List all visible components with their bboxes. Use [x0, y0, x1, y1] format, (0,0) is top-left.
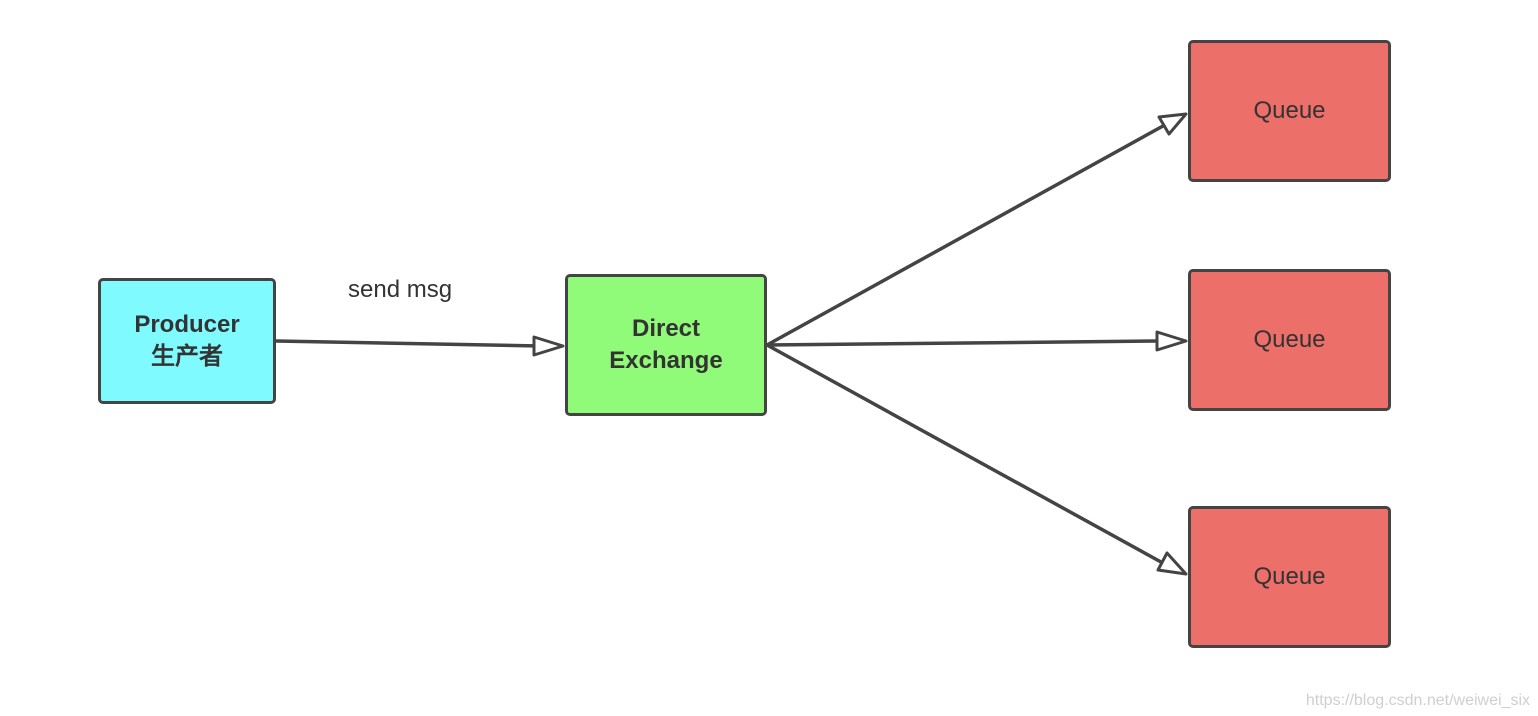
exchange-label-line2: Exchange	[609, 347, 723, 374]
send-msg-label: send msg	[348, 276, 453, 303]
producer-label-cn: 生产者	[151, 343, 223, 370]
queue-label: Queue	[1253, 97, 1326, 124]
producer-label: Producer	[134, 311, 240, 338]
arrowhead-queue-2	[1155, 330, 1188, 352]
watermark: https://blog.csdn.net/weiwei_six	[1305, 692, 1530, 709]
arrowhead-queue-3	[1156, 551, 1188, 576]
exchange-label-line1: Direct	[631, 315, 701, 342]
arrowhead-queue-1	[1157, 112, 1188, 136]
producer-node: Producer 生产者	[98, 278, 276, 404]
direct-exchange-node: Direct Exchange	[565, 274, 767, 416]
queue-node-3: Queue	[1188, 506, 1391, 648]
arrow-producer-to-exchange	[274, 339, 542, 348]
queue-node-2: Queue	[1188, 269, 1391, 411]
queue-label: Queue	[1253, 563, 1326, 590]
arrow-exchange-to-queue-1	[765, 124, 1165, 347]
arrow-exchange-to-queue-2	[765, 339, 1162, 347]
queue-node-1: Queue	[1188, 40, 1391, 182]
queue-label: Queue	[1253, 326, 1326, 353]
arrow-exchange-to-queue-3	[765, 343, 1163, 564]
arrowhead-exchange	[532, 335, 565, 357]
